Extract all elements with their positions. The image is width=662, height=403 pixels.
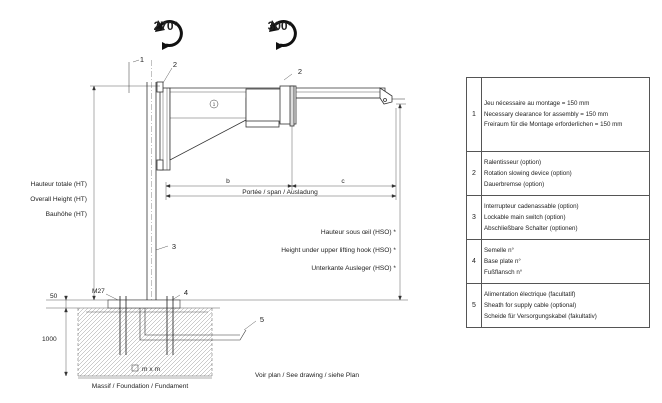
foundation-label: Massif / Foundation / Fundament [92, 383, 189, 390]
legend-line: Ralentisseur (option) [484, 159, 542, 166]
callout-2: 2 [173, 60, 177, 69]
dimension-b: b [226, 178, 230, 185]
legend-row-number: 1 [466, 77, 482, 152]
rotation-300-label: 300° [268, 19, 293, 33]
legend-line: Semelle n° [484, 247, 514, 254]
total-height-de: Bauhöhe (HT) [46, 211, 87, 218]
clearance-callout-text: 1 [213, 102, 216, 107]
legend-row: 4 Semelle n° Base plate n° Fußflansch n° [466, 239, 650, 284]
legend-row: 5 Alimentation électrique (facultatif) S… [466, 283, 650, 328]
legend-line: Dauerbremse (option) [484, 181, 545, 188]
legend-line: Freiraum für die Montage erforderlichen … [484, 121, 623, 128]
hook-height-en: Height under upper lifting hook (HSO) * [281, 247, 396, 254]
legend-row-number: 3 [466, 195, 482, 240]
legend-line: Fußflansch n° [484, 269, 523, 276]
legend-line: Lockable main switch (option) [484, 214, 566, 221]
clearance-callout-circle [209, 99, 219, 109]
callout-3: 3 [172, 242, 176, 251]
total-height-en: Overall Height (HT) [30, 196, 87, 203]
legend-line: Jeu nécessaire au montage = 150 mm [484, 100, 590, 107]
foundation-depth-label: 1000 [42, 336, 57, 343]
foundation-size-label: m x m [142, 366, 160, 373]
slewing-head [156, 81, 171, 171]
legend-line: Base plate n° [484, 258, 521, 265]
hook-height-dimension [396, 103, 406, 301]
foundation-block [77, 296, 247, 377]
legend-table: 1 Jeu nécessaire au montage = 150 mm Nec… [466, 77, 650, 328]
legend-row: 2 Ralentisseur (option) Rotation slowing… [466, 151, 650, 196]
legend-row-number: 4 [466, 239, 482, 284]
callout-5: 5 [260, 315, 264, 324]
jib-boom [169, 85, 405, 161]
hook-height-fr: Hauteur sous œil (HSO) * [321, 229, 397, 236]
callout-4: 4 [184, 288, 188, 297]
legend-line: Abschließbare Schalter (optionen) [484, 225, 578, 232]
rotation-270-icon: 270° [154, 19, 183, 50]
callout-leaders [132, 59, 293, 331]
legend-line: Alimentation électrique (facultatif) [484, 291, 576, 298]
callout-2-boom: 2 [298, 67, 302, 76]
legend-row: 1 Jeu nécessaire au montage = 150 mm Nec… [466, 77, 650, 152]
legend-line: Interrupteur cadenassable (option) [484, 203, 579, 210]
legend-line: Rotation slowing device (option) [484, 170, 572, 177]
overall-height-dimension [90, 85, 160, 301]
legend-line: Sheath for supply cable (optional) [484, 302, 577, 309]
see-drawing-note: Voir plan / See drawing / siehe Plan [255, 372, 359, 379]
dimension-c: c [341, 178, 345, 185]
foundation-size-marker [131, 364, 139, 372]
legend-row-number: 2 [466, 151, 482, 196]
legend-line: Necessary clearance for assembly = 150 m… [484, 111, 608, 118]
legend-line: Scheide für Versorgungskabel (fakultativ… [484, 313, 597, 320]
legend-row-number: 5 [466, 283, 482, 328]
total-height-fr: Hauteur totale (HT) [31, 181, 87, 188]
rotation-270-label: 270° [154, 19, 179, 33]
base-height-label: 50 [50, 293, 58, 300]
span-label: Portée / span / Ausladung [242, 189, 318, 196]
hook-height-de: Unterkante Ausleger (HSO) * [311, 265, 396, 272]
legend-row: 3 Interrupteur cadenassable (option) Loc… [466, 195, 650, 240]
rotation-300-icon: 300° [268, 19, 297, 50]
span-dimensions [165, 108, 397, 200]
crane-column [128, 60, 157, 300]
bolt-label: M27 [92, 288, 105, 295]
callout-1: 1 [140, 55, 144, 64]
